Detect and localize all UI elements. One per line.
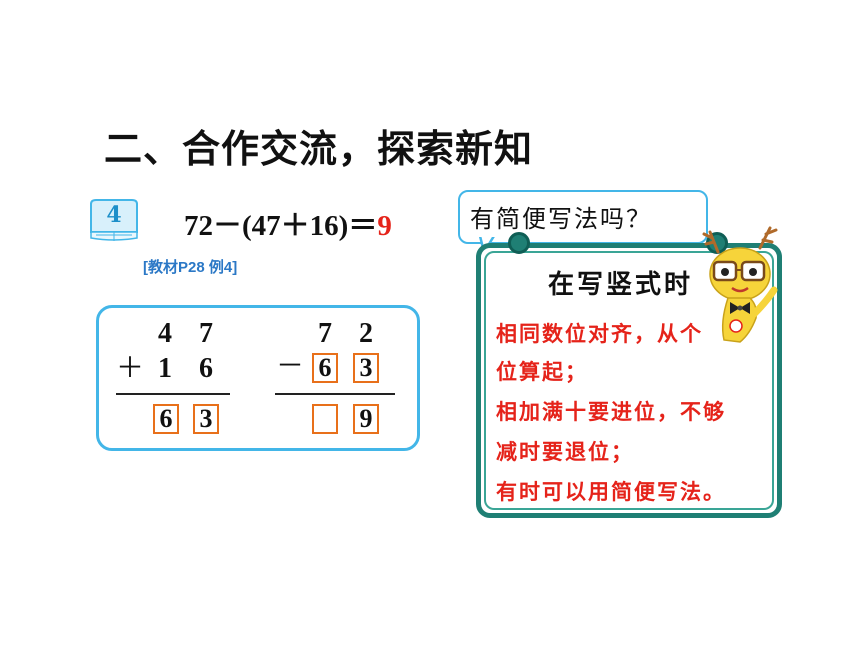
tip-line: 相同数位对齐，从个 <box>496 322 703 346</box>
subtraction-top-digit: 7 <box>318 318 332 349</box>
minus-sign: － <box>276 349 305 382</box>
speech-bubble <box>458 190 708 244</box>
addition-sum-line <box>116 393 230 395</box>
addition-bottom-digit: 1 <box>158 353 172 384</box>
example-number: 4 <box>106 202 122 228</box>
tips-board-inner-frame <box>484 251 774 510</box>
addition-result-box: 3 <box>193 404 219 434</box>
page-title: 二、合作交流，探索新知 <box>104 127 534 171</box>
subtraction-result-box <box>312 404 338 434</box>
tip-line: 位算起； <box>496 360 588 384</box>
tips-heading: 在写竖式时 <box>548 270 694 300</box>
board-ring-icon <box>508 232 530 254</box>
addition-top-digit: 7 <box>199 318 213 349</box>
tip-line: 相加满十要进位，不够 <box>496 400 726 424</box>
equation-expression: 72－(47＋16)＝ <box>184 210 378 242</box>
book-icon <box>90 199 138 241</box>
subtraction-bottom-box: 6 <box>312 353 338 383</box>
tip-line: 有时可以用简便写法。 <box>496 480 726 504</box>
mascot-character-icon <box>702 226 778 343</box>
subtraction-result-box: 9 <box>353 404 379 434</box>
speech-bubble-text: 有简便写法吗？ <box>470 205 652 233</box>
addition-bottom-digit: 6 <box>199 353 213 384</box>
plus-sign: ＋ <box>116 351 145 384</box>
equation-answer: 9 <box>377 210 392 242</box>
subtraction-bottom-box: 3 <box>353 353 379 383</box>
example-badge: 4 <box>88 198 140 242</box>
tip-line: 减时要退位； <box>496 440 634 464</box>
example-equation: 72－(47＋16)＝9 <box>184 202 392 244</box>
textbook-reference: [教材P28 例4] <box>143 259 238 276</box>
addition-top-digit: 4 <box>158 318 172 349</box>
subtraction-top-digit: 2 <box>359 318 373 349</box>
addition-result-box: 6 <box>153 404 179 434</box>
subtraction-difference-line <box>275 393 395 395</box>
